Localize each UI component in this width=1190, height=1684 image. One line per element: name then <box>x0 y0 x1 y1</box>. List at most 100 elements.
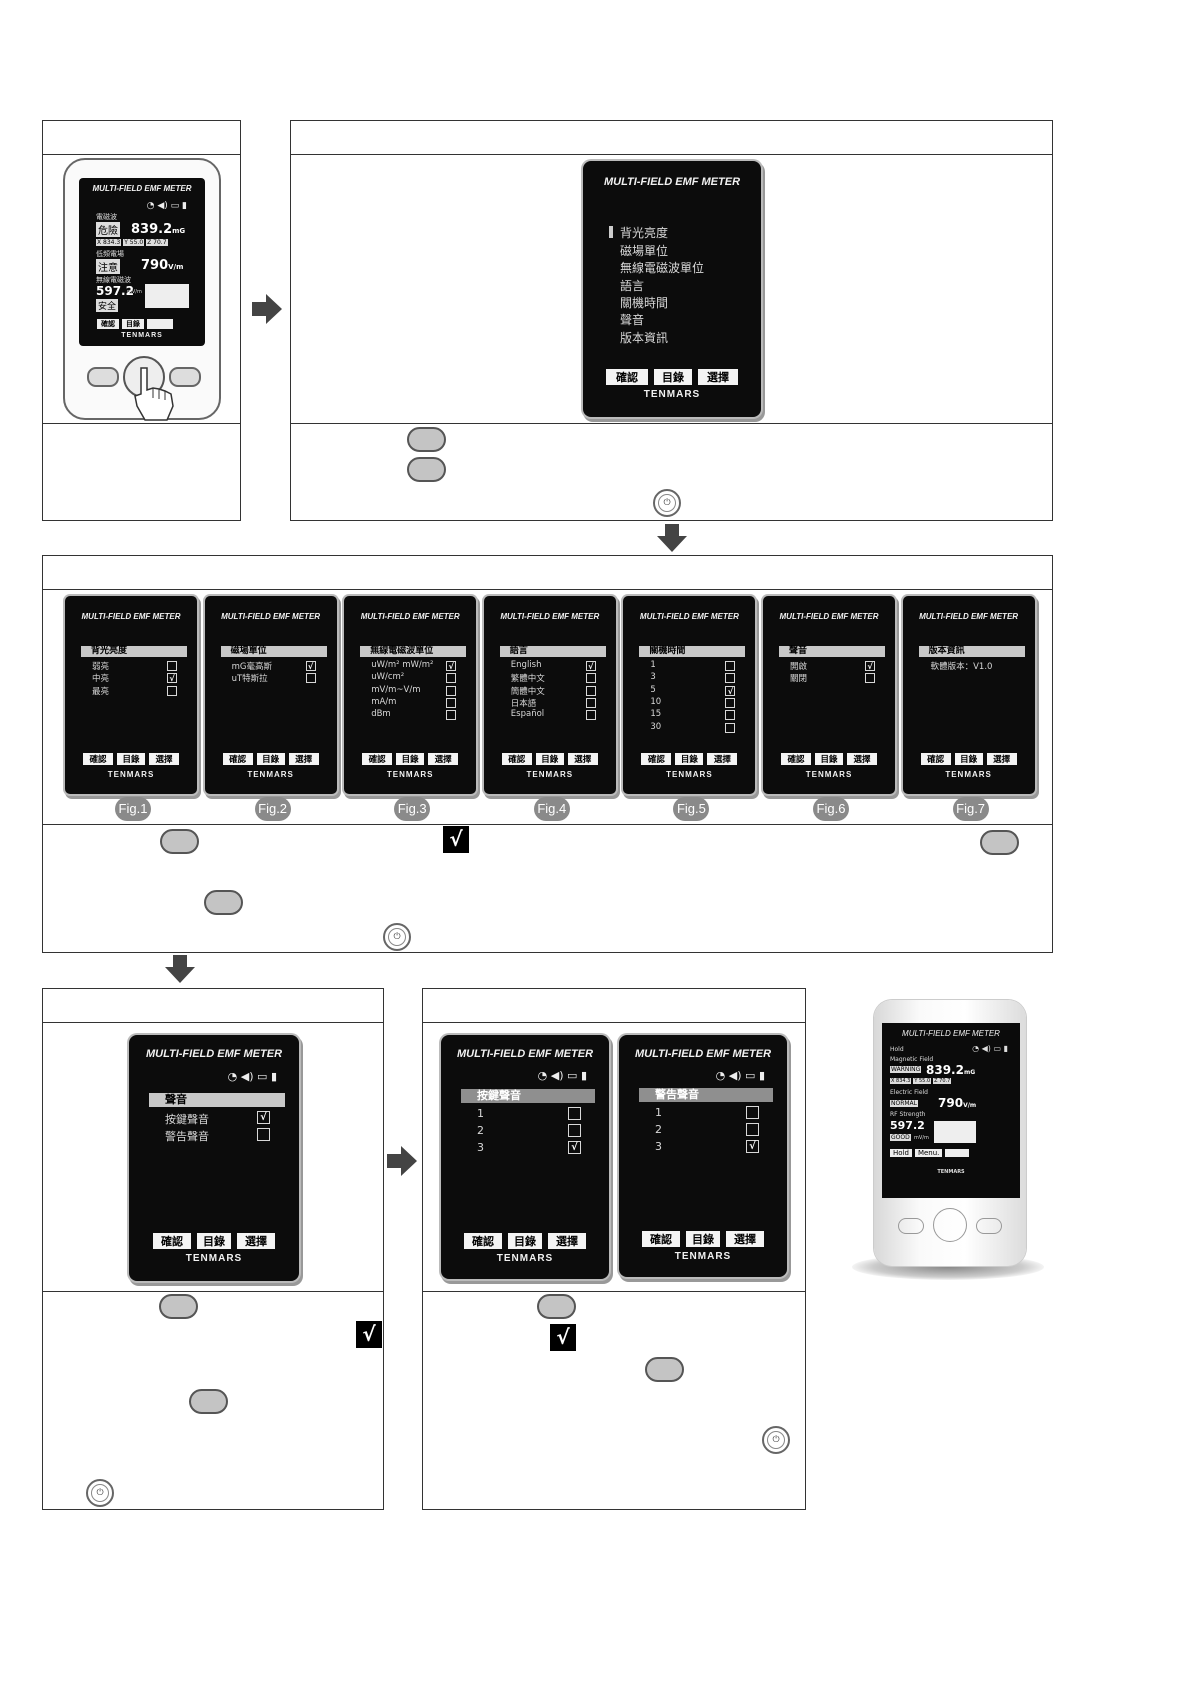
fig-option-checkbox[interactable]: √ <box>167 673 177 684</box>
fig-option[interactable]: 15 <box>650 709 662 720</box>
step1-panel: MULTI-FIELD EMF METER ◔ ◀) ▭ ▮ 電磁波 危險 83… <box>42 120 241 521</box>
fig-option-checkbox[interactable]: √ <box>585 661 596 671</box>
fig-option[interactable]: 簡體中文 <box>510 686 545 697</box>
fig-brand: TENMARS <box>945 770 992 779</box>
menu-item-version[interactable]: 版本資訊 <box>620 331 669 345</box>
status-icons: ◔ ◀) ▭ ▮ <box>228 1070 277 1083</box>
fig-option-checkbox[interactable] <box>725 661 736 671</box>
fig-option[interactable]: 繁體中文 <box>510 674 545 685</box>
fig-option[interactable]: 開啟 <box>790 662 808 672</box>
fig-option-checkbox[interactable] <box>585 697 596 708</box>
alarm-sound-opt-3[interactable]: 3 <box>655 1140 662 1153</box>
fig-header-text: 背光亮度 <box>91 646 128 656</box>
row2-unit-text: V/m <box>168 263 184 271</box>
fig-option-checkbox[interactable] <box>725 697 736 708</box>
fig-option[interactable]: mG毫高斯 <box>231 662 272 672</box>
fig-option-checkbox[interactable] <box>446 673 457 684</box>
fig-label-4: Fig.4 <box>533 797 570 821</box>
menu-item-magnetic-unit[interactable]: 磁場單位 <box>620 244 669 258</box>
softkey-menu: 目錄 <box>508 1233 542 1249</box>
fig-option[interactable]: dBm <box>371 709 391 720</box>
main-menu-title: MULTI-FIELD EMF METER <box>603 176 741 188</box>
photo-row3-label: RF Strength <box>890 1111 926 1118</box>
button-symbol-3 <box>204 890 243 915</box>
key-sound-cb-3[interactable]: √ <box>568 1141 581 1154</box>
menu-item-sound[interactable]: 聲音 <box>620 313 645 327</box>
fig-option-checkbox[interactable] <box>585 685 596 696</box>
fig-option-checkbox[interactable] <box>446 710 457 721</box>
fig-option[interactable]: Español <box>510 709 545 720</box>
key-sound-opt-1[interactable]: 1 <box>477 1107 484 1120</box>
fig-option[interactable]: mA/m <box>371 696 397 707</box>
fig-option-checkbox[interactable] <box>305 673 316 684</box>
fig-option[interactable]: uT特斯拉 <box>231 674 268 685</box>
fig-option[interactable]: 中亮 <box>92 674 110 685</box>
fig-option-checkbox[interactable] <box>585 673 596 684</box>
fig-option[interactable]: English <box>510 660 542 670</box>
sound-option-key[interactable]: 按鍵聲音 <box>165 1113 209 1126</box>
fig-option-checkbox[interactable] <box>725 710 736 721</box>
fig-option-checkbox[interactable] <box>167 685 177 696</box>
fig-option-checkbox[interactable] <box>446 685 457 696</box>
axis-y: Y 55.0 <box>123 239 145 246</box>
key-sound-cb-1[interactable] <box>568 1107 581 1120</box>
fig-option[interactable]: 5 <box>650 684 656 695</box>
key-sound-cb-2[interactable] <box>568 1124 581 1137</box>
fig-option-checkbox[interactable]: √ <box>865 661 875 671</box>
softkey-menu: 目錄 <box>396 753 425 765</box>
power-button-symbol: ⏻ <box>653 489 681 517</box>
fig-option[interactable]: 弱亮 <box>92 662 110 672</box>
fig-header: 背光亮度 <box>81 646 187 657</box>
fig-option[interactable]: uW/m² mW/m² <box>371 660 434 670</box>
key-sound-opt-2[interactable]: 2 <box>477 1124 484 1137</box>
menu-item-rf-unit[interactable]: 無線電磁波單位 <box>620 261 705 275</box>
fig-option-checkbox[interactable]: √ <box>446 661 457 671</box>
alarm-sound-cb-2[interactable] <box>746 1123 759 1136</box>
fig-option-checkbox[interactable] <box>585 710 596 721</box>
alarm-sound-opt-2[interactable]: 2 <box>655 1123 662 1136</box>
alarm-sound-cb-1[interactable] <box>746 1106 759 1119</box>
fig-option[interactable]: 日本語 <box>510 698 537 709</box>
fig-option-checkbox[interactable]: √ <box>305 661 316 671</box>
photo-right-button <box>976 1218 1002 1234</box>
key-sound-opt-3[interactable]: 3 <box>477 1141 484 1154</box>
fig-option[interactable]: mV/m~V/m <box>371 684 421 695</box>
softkey-confirm: 確認 <box>83 753 113 765</box>
fig-option-checkbox[interactable]: √ <box>725 685 736 696</box>
speaker-icon: ◀) <box>728 1069 742 1082</box>
main-menu-softkeys: 確認 目錄 選擇 <box>583 369 761 385</box>
fig-option[interactable]: 30 <box>650 721 662 732</box>
menu-item-auto-off[interactable]: 關機時間 <box>620 296 669 310</box>
fig-option-checkbox[interactable] <box>725 673 736 684</box>
alarm-sound-opt-1[interactable]: 1 <box>655 1106 662 1119</box>
fig-option[interactable]: 關閉 <box>790 674 808 685</box>
fig-option-checkbox[interactable] <box>865 673 875 684</box>
fig-option-checkbox[interactable] <box>446 697 457 708</box>
photo-left-button <box>898 1218 924 1234</box>
fig-option-checkbox[interactable] <box>725 722 736 733</box>
menu-item-language[interactable]: 語言 <box>620 279 645 293</box>
fig-option-checkbox[interactable] <box>167 661 177 671</box>
fig-option[interactable]: 1 <box>650 660 656 670</box>
fig-title: MULTI-FIELD EMF METER <box>221 612 321 621</box>
fig-option[interactable]: uW/cm² <box>371 672 405 683</box>
photo-axis-y: Y 55.0 <box>913 1078 932 1084</box>
sound-menu-screen: MULTI-FIELD EMF METER ◔ ◀) ▭ ▮ 聲音 按鍵聲音 √… <box>129 1035 299 1281</box>
sound-option-alarm-checkbox[interactable] <box>257 1128 270 1141</box>
fig-option[interactable]: 3 <box>650 672 656 683</box>
fig-option[interactable]: 最亮 <box>92 686 110 697</box>
alarm-sound-title: MULTI-FIELD EMF METER <box>634 1048 772 1060</box>
sound-option-alarm[interactable]: 警告聲音 <box>165 1130 209 1143</box>
battery-icon: ▭ <box>745 1069 756 1082</box>
alarm-sound-cb-3[interactable]: √ <box>746 1140 759 1153</box>
photo-softkeys: Hold Menu. <box>890 1149 970 1157</box>
fig-option[interactable]: 軟體版本：V1.0 <box>930 662 993 672</box>
fig-option[interactable]: 10 <box>650 696 662 707</box>
alarm-sound-header: 警告聲音 <box>639 1088 773 1102</box>
menu-item-backlight[interactable]: 背光亮度 <box>620 226 669 240</box>
photo-device-body: MULTI-FIELD EMF METER Hold ◔ ◀) ▭ ▮ Magn… <box>874 1000 1026 1266</box>
photo-axes: X 834.3 Y 55.0 Z 70.7 <box>890 1078 952 1084</box>
power-icon: ⏻ <box>772 1435 780 1445</box>
sound-option-key-checkbox[interactable]: √ <box>257 1111 270 1124</box>
alarm-sound-screen: MULTI-FIELD EMF METER ◔ ◀) ▭ ▮ 警告聲音 1 2 … <box>619 1035 787 1277</box>
